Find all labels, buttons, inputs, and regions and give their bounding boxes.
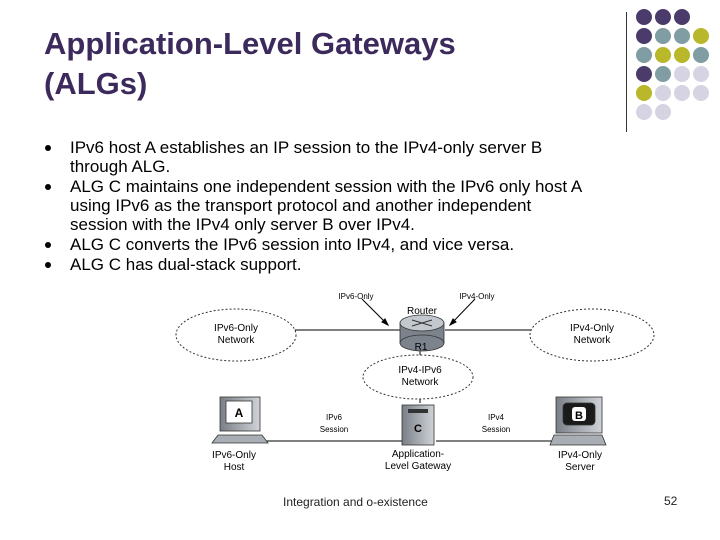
router-name: R1 <box>415 342 428 353</box>
bullet-item: ALG C has dual-stack support. <box>44 255 700 274</box>
gateway-letter: C <box>414 423 422 435</box>
bullet-text-line: IPv6 host A establishes an IP session to… <box>70 138 543 157</box>
decor-dot <box>674 85 690 101</box>
server-label-1: IPv4-Only <box>558 450 602 461</box>
decor-dot <box>674 9 690 25</box>
session-right-label-2: Session <box>482 425 510 434</box>
router-label: Router <box>407 306 438 317</box>
session-right-label-1: IPv4 <box>488 413 505 422</box>
decor-dot <box>693 66 709 82</box>
bullet-item: ALG C maintains one independent session … <box>44 177 700 234</box>
decor-dot <box>636 104 652 120</box>
title-divider <box>626 12 627 132</box>
bullet-text-line: session with the IPv4 only server B over… <box>70 215 415 234</box>
cloud-center-label-1: IPv4-IPv6 <box>398 365 442 376</box>
decor-dot <box>655 9 671 25</box>
cloud-center-label-2: Network <box>402 377 440 388</box>
host-label-1: IPv6-Only <box>212 450 256 461</box>
bullet-text-line: using IPv6 as the transport protocol and… <box>70 196 532 215</box>
alg-network-diagram: IPv6-Only Network IPv4-Only Network IPv4… <box>175 292 655 473</box>
gateway-label-2: Level Gateway <box>385 461 451 472</box>
decor-dot <box>655 104 671 120</box>
cloud-ipv6-network <box>175 308 297 362</box>
host-letter: A <box>235 406 244 420</box>
bullet-text-line: through ALG. <box>70 157 171 176</box>
decor-dot <box>693 28 709 44</box>
decor-dot <box>655 85 671 101</box>
decor-dot <box>655 66 671 82</box>
bullet-dot-icon <box>45 184 51 190</box>
cloud-left-label-2: Network <box>218 335 256 346</box>
session-left-label-1: IPv6 <box>326 413 343 422</box>
cloud-right-label-1: IPv4-Only <box>570 323 614 334</box>
decor-dot <box>674 47 690 63</box>
router-icon <box>399 314 445 352</box>
ipv4-server-icon <box>549 396 607 446</box>
page-number: 52 <box>664 494 678 508</box>
ipv6-host-computer-icon <box>211 396 269 444</box>
slide-title-line-1: Application-Level Gateways <box>44 26 456 61</box>
server-label-2: Server <box>565 462 595 473</box>
cloud-left-label-1: IPv6-Only <box>214 323 258 334</box>
decor-dot <box>693 47 709 63</box>
protocol-arrows <box>361 298 476 327</box>
decor-dot <box>655 28 671 44</box>
server-letter: B <box>575 410 583 422</box>
decor-dot <box>674 28 690 44</box>
gateway-label-1: Application- <box>392 449 444 460</box>
decor-dot <box>636 47 652 63</box>
host-label-2: Host <box>224 462 245 473</box>
decor-dot <box>693 85 709 101</box>
bullet-text-line: ALG C has dual-stack support. <box>70 255 302 274</box>
cloud-ipv4-ipv6-network <box>362 354 474 400</box>
application-gateway-server-icon <box>401 404 435 446</box>
slide-footer: Integration and o-existence <box>283 495 428 509</box>
decor-dot <box>674 66 690 82</box>
bullet-item: ALG C converts the IPv6 session into IPv… <box>44 235 700 254</box>
decor-dot <box>636 28 652 44</box>
cloud-right-label-2: Network <box>574 335 612 346</box>
decor-dot <box>636 66 652 82</box>
bullet-text-line: ALG C converts the IPv6 session into IPv… <box>70 235 515 254</box>
top-label-ipv6-only: IPv6-Only <box>338 292 373 301</box>
bullet-dot-icon <box>45 262 51 268</box>
decor-dot <box>636 85 652 101</box>
bullet-text-line: ALG C maintains one independent session … <box>70 177 583 196</box>
bullet-list: IPv6 host A establishes an IP session to… <box>44 138 700 275</box>
cloud-ipv4-network <box>529 308 655 362</box>
top-label-ipv4-only: IPv4-Only <box>459 292 494 301</box>
decor-dot <box>636 9 652 25</box>
slide-title-line-2: (ALGs) <box>44 66 148 101</box>
session-left-label-2: Session <box>320 425 348 434</box>
bullet-dot-icon <box>45 242 51 248</box>
slide-title: Application-Level Gateways (ALGs) <box>44 24 604 104</box>
bullet-item: IPv6 host A establishes an IP session to… <box>44 138 700 176</box>
bullet-dot-icon <box>45 145 51 151</box>
decor-dot <box>655 47 671 63</box>
